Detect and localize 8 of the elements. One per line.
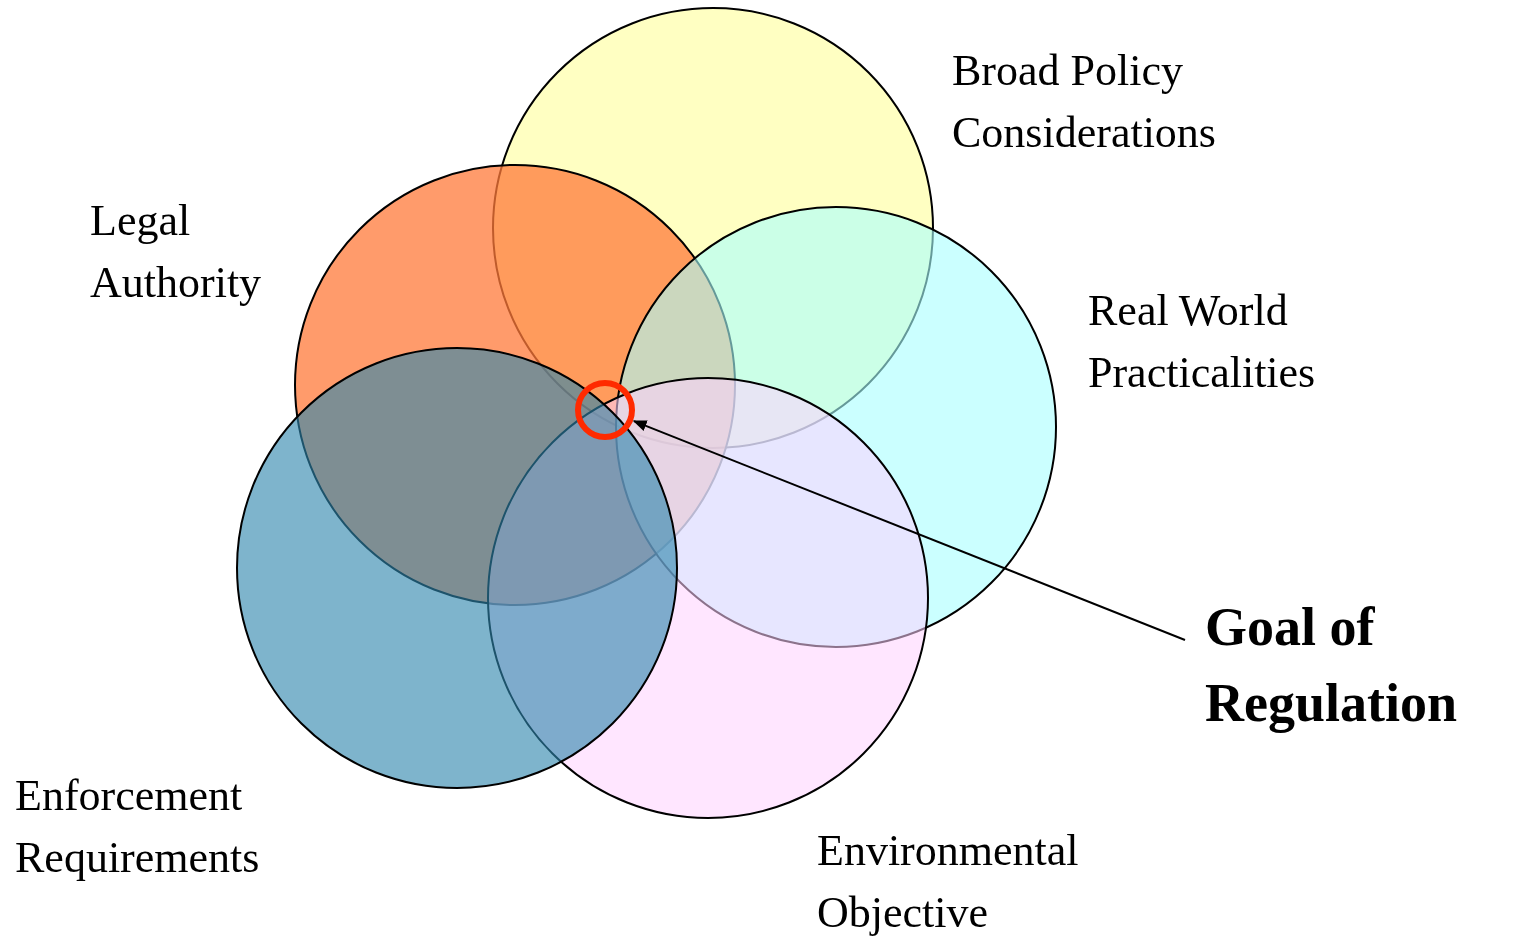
circle-label: Environmental Objective	[817, 825, 1080, 939]
highlight-circle	[572, 377, 638, 443]
leader-arrow	[632, 420, 1186, 641]
callout-text: Goal of Regulation	[1205, 590, 1513, 742]
circle-label: Legal Authority	[90, 195, 263, 309]
circle-label: Broad Policy Considerations	[952, 45, 1217, 159]
circle-label: Enforcement Requirements	[15, 770, 261, 884]
circle-label: Real World Practicalities	[1088, 285, 1317, 399]
